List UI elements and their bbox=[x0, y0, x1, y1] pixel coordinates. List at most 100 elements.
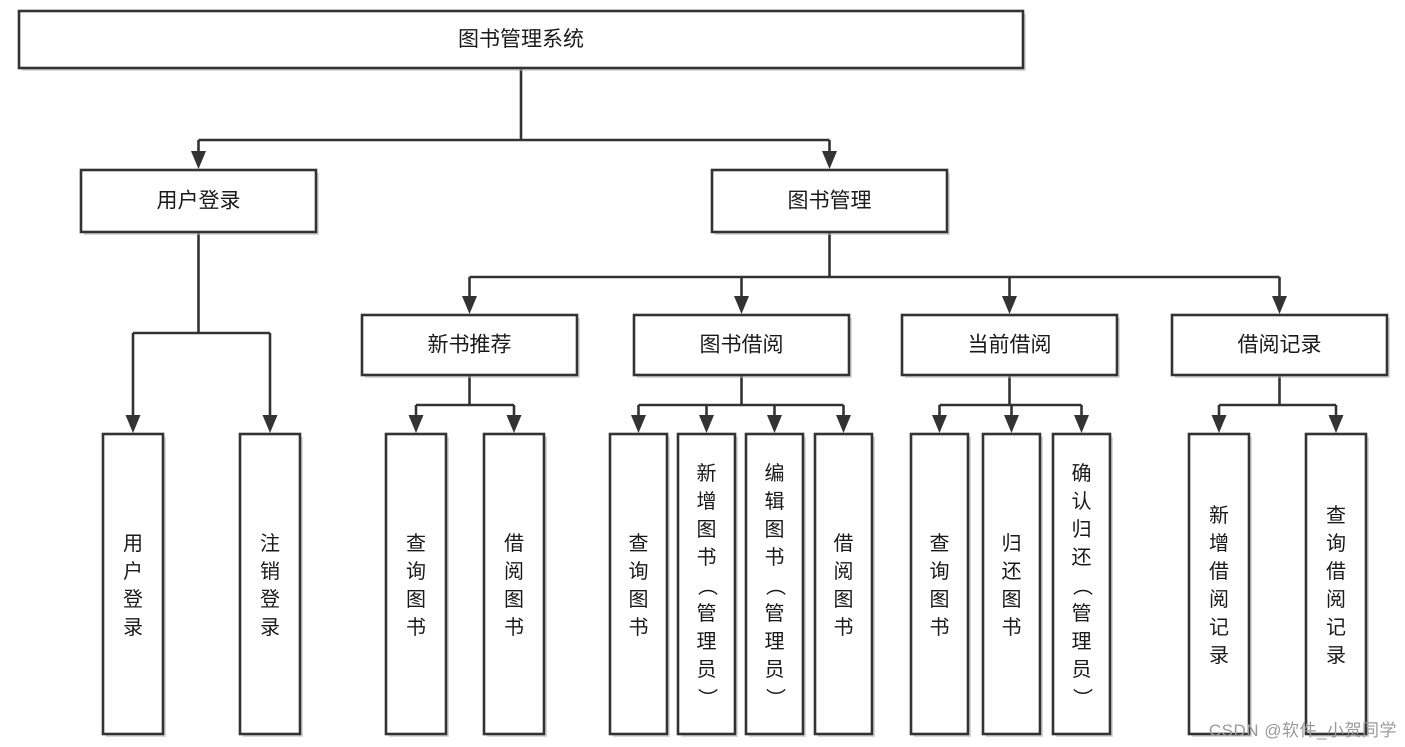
svg-text:销: 销 bbox=[260, 560, 280, 583]
svg-text:增: 增 bbox=[1209, 532, 1229, 555]
svg-text:注: 注 bbox=[260, 532, 280, 555]
node-borrow-record[interactable]: 借阅记录 bbox=[1170, 313, 1390, 378]
arrow-head-icon bbox=[262, 415, 278, 433]
node-box[interactable] bbox=[1304, 432, 1368, 736]
svg-text:用: 用 bbox=[123, 533, 143, 555]
node-label: 图书管理 bbox=[788, 190, 872, 213]
arrow-head-icon bbox=[1002, 296, 1017, 314]
node-box[interactable] bbox=[813, 432, 874, 736]
arrow-head-icon bbox=[767, 415, 782, 433]
node-leaf-user-login[interactable]: 用户登录 bbox=[101, 432, 166, 737]
node-label: 用户登录 bbox=[157, 190, 241, 213]
svg-text:图: 图 bbox=[629, 589, 649, 611]
svg-text:录: 录 bbox=[123, 617, 143, 639]
svg-text:借: 借 bbox=[504, 532, 524, 555]
svg-text:理: 理 bbox=[1072, 631, 1092, 653]
svg-text:阅: 阅 bbox=[1209, 588, 1229, 611]
svg-text:录: 录 bbox=[1326, 645, 1346, 667]
connector-layer bbox=[125, 68, 1344, 433]
node-box[interactable] bbox=[632, 313, 851, 377]
svg-text:书: 书 bbox=[834, 616, 854, 639]
svg-text:询: 询 bbox=[406, 560, 426, 583]
svg-text:新: 新 bbox=[1209, 504, 1229, 527]
node-box[interactable] bbox=[1187, 432, 1251, 736]
arrow-head-icon bbox=[1272, 296, 1287, 314]
node-box[interactable] bbox=[101, 432, 165, 736]
svg-text:书: 书 bbox=[629, 616, 649, 639]
node-box[interactable] bbox=[900, 313, 1119, 377]
arrow-head-icon bbox=[1328, 415, 1344, 433]
node-new-book-rec[interactable]: 新书推荐 bbox=[360, 313, 580, 378]
svg-text:图: 图 bbox=[1002, 589, 1022, 611]
node-user-login[interactable]: 用户登录 bbox=[79, 168, 319, 235]
svg-text:登: 登 bbox=[123, 588, 143, 611]
node-box[interactable] bbox=[1170, 313, 1389, 377]
svg-text:借: 借 bbox=[1326, 560, 1346, 583]
svg-text:）: ） bbox=[696, 688, 719, 708]
node-box[interactable] bbox=[482, 432, 546, 736]
arrow-head-icon bbox=[191, 151, 206, 169]
svg-text:阅: 阅 bbox=[1326, 588, 1346, 611]
svg-text:询: 询 bbox=[629, 560, 649, 583]
node-book-manage[interactable]: 图书管理 bbox=[710, 168, 950, 235]
node-box[interactable] bbox=[676, 432, 737, 736]
svg-text:阅: 阅 bbox=[834, 560, 854, 583]
svg-text:图: 图 bbox=[765, 519, 785, 541]
svg-text:书: 书 bbox=[930, 616, 950, 639]
svg-text:户: 户 bbox=[123, 560, 143, 583]
svg-text:录: 录 bbox=[260, 617, 280, 639]
svg-text:认: 认 bbox=[1072, 490, 1092, 513]
node-box[interactable] bbox=[909, 432, 970, 736]
svg-text:确: 确 bbox=[1072, 462, 1092, 485]
svg-text:查: 查 bbox=[1326, 504, 1346, 527]
svg-text:询: 询 bbox=[930, 560, 950, 583]
node-box[interactable] bbox=[608, 432, 669, 736]
node-box[interactable] bbox=[79, 168, 318, 234]
arrow-head-icon bbox=[462, 296, 477, 314]
svg-text:书: 书 bbox=[406, 616, 426, 639]
node-current-borrow[interactable]: 当前借阅 bbox=[900, 313, 1120, 378]
arrow-head-icon bbox=[822, 151, 837, 169]
node-box[interactable] bbox=[17, 9, 1025, 70]
arrow-head-icon bbox=[506, 415, 522, 433]
arrow-head-icon bbox=[1211, 415, 1227, 433]
node-box[interactable] bbox=[384, 432, 448, 736]
node-box[interactable] bbox=[1051, 432, 1112, 736]
svg-text:（: （ bbox=[764, 576, 787, 596]
arrow-head-icon bbox=[631, 415, 646, 433]
node-label: 新书推荐 bbox=[428, 334, 512, 357]
svg-text:图: 图 bbox=[930, 589, 950, 611]
node-root[interactable]: 图书管理系统 bbox=[17, 9, 1026, 71]
svg-text:图: 图 bbox=[504, 589, 524, 611]
svg-text:借: 借 bbox=[1209, 560, 1229, 583]
arrow-head-icon bbox=[836, 415, 851, 433]
svg-text:书: 书 bbox=[1002, 616, 1022, 639]
svg-text:归: 归 bbox=[1002, 532, 1022, 555]
node-box[interactable] bbox=[710, 168, 949, 234]
svg-text:查: 查 bbox=[629, 532, 649, 555]
node-book-borrow[interactable]: 图书借阅 bbox=[632, 313, 852, 378]
node-label: 用户登录 bbox=[123, 533, 143, 639]
node-box[interactable] bbox=[360, 313, 579, 377]
node-box[interactable] bbox=[744, 432, 805, 736]
node-box[interactable] bbox=[238, 432, 302, 736]
node-box[interactable] bbox=[981, 432, 1042, 736]
node-label: 图书管理系统 bbox=[458, 28, 584, 51]
svg-text:还: 还 bbox=[1072, 546, 1092, 569]
